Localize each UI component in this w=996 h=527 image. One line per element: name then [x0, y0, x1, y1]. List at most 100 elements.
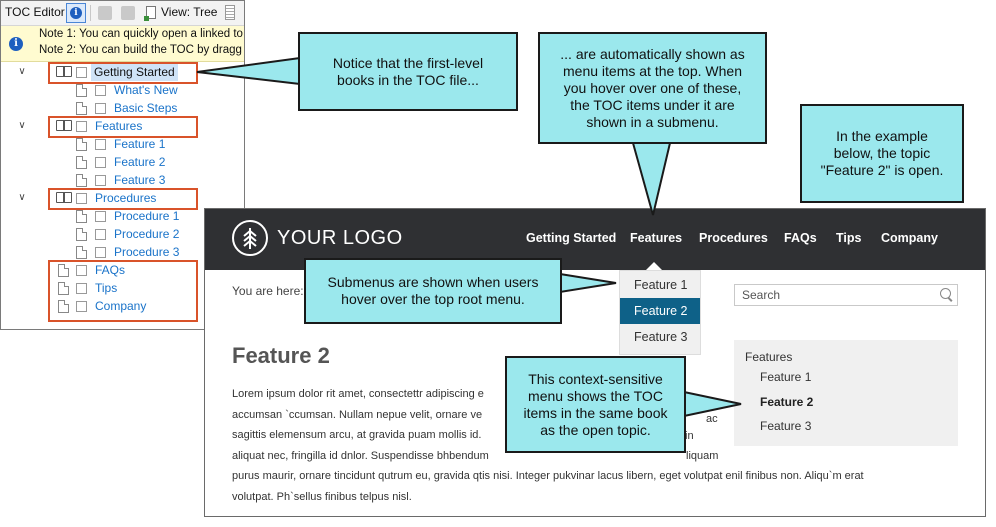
checkbox[interactable]	[95, 157, 106, 168]
toc-item-basic-steps[interactable]: Basic Steps	[114, 101, 178, 115]
toc-item-procedure-3[interactable]: Procedure 3	[114, 245, 180, 259]
search-icon[interactable]	[940, 288, 951, 299]
nav-tips[interactable]: Tips	[836, 231, 862, 245]
nav-getting-started[interactable]: Getting Started	[526, 231, 617, 245]
search-placeholder: Search	[742, 288, 781, 302]
toc-editor-panel: TOC Editor i View: Tree i Note 1: You ca…	[0, 0, 245, 330]
view-dropdown[interactable]: View: Tree	[161, 5, 218, 19]
callout-line: below, the topic	[833, 145, 931, 161]
checkbox[interactable]	[95, 211, 106, 222]
callout-pointer	[683, 390, 742, 418]
toc-item-features[interactable]: Features	[95, 119, 143, 133]
logo-tree-icon[interactable]	[232, 220, 268, 256]
collapse-chevron-icon[interactable]: ∨	[18, 192, 26, 203]
checkbox[interactable]	[76, 193, 87, 204]
page-title: Feature 2	[232, 343, 330, 368]
checkbox[interactable]	[95, 175, 106, 186]
side-menu-item-feature-3[interactable]: Feature 3	[760, 419, 812, 433]
body-fragment: in	[685, 430, 694, 442]
checkbox[interactable]	[76, 301, 87, 312]
toc-item-company[interactable]: Company	[95, 299, 147, 313]
toc-item-whats-new[interactable]: What's New	[114, 83, 178, 97]
body-line: aliquat nec, fringilla id dnlor. Suspend…	[232, 449, 489, 462]
callout-context: This context-sensitive menu shows the TO…	[505, 356, 686, 453]
body-line: sagittis elemensum arcu, at gravida puam…	[232, 429, 482, 441]
callout-example: In the example below, the topic "Feature…	[800, 104, 964, 203]
toc-item-getting-started[interactable]: Getting Started	[91, 63, 178, 81]
body-line: volutpat. Ph`sellus finibus telpus nisl.	[232, 490, 412, 503]
toc-item-feature-1[interactable]: Feature 1	[114, 137, 166, 151]
body-line: accumsan `ccumsan. Nullam nepue velit, o…	[232, 408, 483, 421]
logo-text[interactable]: YOUR LOGO	[277, 227, 403, 249]
checkbox[interactable]	[76, 283, 87, 294]
toc-item-procedures[interactable]: Procedures	[95, 191, 157, 205]
checkbox[interactable]	[76, 121, 87, 132]
submenu-item-feature-3[interactable]: Feature 3	[634, 330, 688, 344]
collapse-chevron-icon[interactable]: ∨	[18, 66, 26, 77]
callout-pointer	[631, 142, 672, 216]
checkbox[interactable]	[76, 67, 87, 78]
highlight-box	[48, 188, 198, 210]
highlight-box	[48, 116, 198, 138]
info-icon: i	[70, 7, 82, 19]
move-right-icon[interactable]	[121, 6, 135, 20]
collapse-chevron-icon[interactable]: ∨	[18, 120, 26, 131]
callout-menu-items: ... are automatically shown as menu item…	[538, 32, 767, 144]
toc-notes-bar: i Note 1: You can quickly open a linked …	[1, 26, 244, 62]
book-icon	[56, 120, 74, 132]
topic-icon	[58, 264, 69, 277]
side-menu-item-feature-1[interactable]: Feature 1	[760, 370, 812, 384]
topic-icon	[76, 138, 87, 151]
topic-icon	[76, 246, 87, 259]
note-2: Note 2: You can build the TOC by dragg	[39, 44, 242, 56]
panel-grip-icon[interactable]	[225, 5, 235, 20]
nav-company[interactable]: Company	[881, 231, 938, 245]
checkbox[interactable]	[95, 103, 106, 114]
book-icon	[56, 192, 74, 204]
submenu-item-feature-1[interactable]: Feature 1	[634, 278, 688, 292]
checkbox[interactable]	[95, 229, 106, 240]
search-input[interactable]: Search	[734, 284, 958, 306]
toc-item-procedure-2[interactable]: Procedure 2	[114, 227, 180, 241]
topic-icon	[76, 156, 87, 169]
side-menu-header[interactable]: Features	[745, 350, 793, 364]
features-submenu: Feature 1 Feature 2 Feature 3	[619, 270, 701, 355]
nav-features[interactable]: Features	[630, 231, 683, 245]
toc-item-tips[interactable]: Tips	[95, 281, 118, 295]
callout-line: ... are automatically shown as	[560, 45, 745, 62]
info-button[interactable]: i	[66, 3, 86, 23]
toc-item-faqs[interactable]: FAQs	[95, 263, 126, 277]
callout-line: menu items at the top. When	[563, 62, 742, 79]
callout-line: items in the same book	[523, 404, 668, 421]
body-line: Lorem ipsum dolor rit amet, consectettr …	[232, 388, 484, 400]
callout-line: Notice that the first-level	[332, 54, 484, 71]
toc-editor-title: TOC Editor	[5, 5, 65, 19]
callout-line: hover over the top root menu.	[341, 291, 525, 307]
toc-item-feature-2[interactable]: Feature 2	[114, 155, 166, 169]
checkbox[interactable]	[95, 139, 106, 150]
callout-first-level: Notice that the first-level books in the…	[298, 32, 518, 111]
nav-faqs[interactable]: FAQs	[784, 231, 817, 245]
side-menu-item-feature-2[interactable]: Feature 2	[760, 395, 814, 409]
callout-line: shown in a submenu.	[586, 113, 719, 130]
topic-icon	[76, 210, 87, 223]
callout-line: books in the TOC file...	[337, 71, 479, 88]
website-preview: YOUR LOGO Getting Started Features Proce…	[204, 208, 986, 517]
callout-pointer	[559, 272, 617, 294]
toc-item-procedure-1[interactable]: Procedure 1	[114, 209, 180, 223]
move-left-icon[interactable]	[98, 6, 112, 20]
checkbox[interactable]	[95, 85, 106, 96]
toc-item-feature-3[interactable]: Feature 3	[114, 173, 166, 187]
callout-pointer	[196, 56, 301, 86]
callout-line: menu shows the TOC	[528, 387, 663, 404]
callout-line: "Feature 2" is open.	[820, 162, 944, 178]
book-icon	[56, 66, 74, 78]
toolbar-separator	[90, 5, 91, 21]
checkbox[interactable]	[76, 265, 87, 276]
submenu-item-feature-2[interactable]: Feature 2	[620, 298, 700, 324]
body-text: Lorem ipsum dolor rit amet, consectettr …	[232, 384, 932, 507]
checkbox[interactable]	[95, 247, 106, 258]
note-1: Note 1: You can quickly open a linked to	[39, 28, 243, 40]
topic-icon	[76, 102, 87, 115]
nav-procedures[interactable]: Procedures	[699, 231, 768, 245]
